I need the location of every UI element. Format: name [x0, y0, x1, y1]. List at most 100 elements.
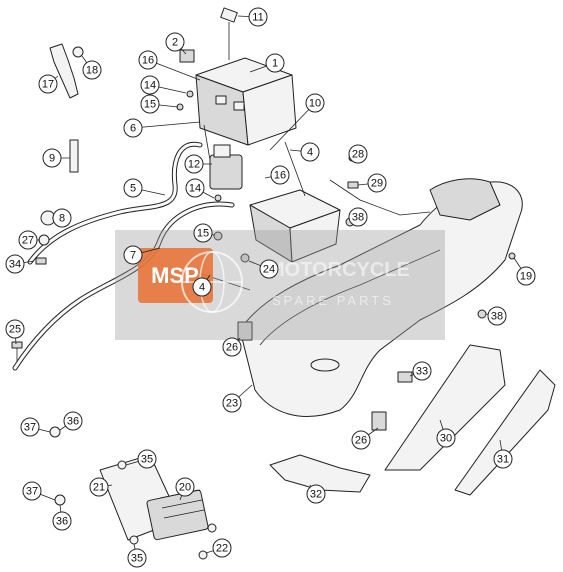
callout-number: 15	[144, 99, 156, 111]
callout-1: 1	[265, 53, 285, 73]
callout-2: 2	[165, 32, 185, 52]
callout-circle	[123, 178, 143, 198]
callout-number: 28	[352, 149, 364, 161]
callout-circle	[493, 449, 513, 469]
callout-circle	[184, 154, 204, 174]
fastener-14b	[214, 194, 222, 202]
callout-25: 25	[5, 319, 25, 339]
callout-number: 36	[67, 416, 79, 428]
fastener-29	[347, 181, 359, 189]
callout-30: 30	[436, 428, 456, 448]
callout-circle	[140, 94, 160, 114]
callout-14: 14	[185, 178, 205, 198]
callout-number: 11	[252, 12, 263, 24]
leader-line	[132, 121, 201, 129]
strap	[69, 139, 79, 173]
callout-36: 36	[52, 511, 72, 531]
callout-number: 6	[130, 123, 136, 135]
terminal-small	[35, 257, 47, 265]
callout-5: 5	[123, 178, 143, 198]
callout-circle	[18, 230, 38, 250]
callout-number: 19	[520, 271, 532, 283]
rod-upper	[284, 141, 306, 197]
callout-26: 26	[222, 337, 242, 357]
callout-number: 10	[309, 98, 321, 110]
callout-38: 38	[348, 207, 368, 227]
callout-number: 26	[355, 435, 367, 447]
callout-27: 27	[18, 230, 38, 250]
callout-number: 2	[172, 37, 178, 49]
watermark-line2: SPARE PARTS	[272, 293, 394, 308]
callout-24: 24	[259, 259, 279, 279]
nut-d	[198, 550, 208, 560]
callout-number: 33	[416, 366, 428, 378]
callout-23: 23	[222, 393, 242, 413]
callout-31: 31	[493, 449, 513, 469]
callout-circle	[300, 142, 320, 162]
callout-number: 8	[59, 213, 65, 225]
cables	[12, 141, 235, 371]
fastener-38b	[477, 309, 487, 319]
callout-14: 14	[140, 75, 160, 95]
fastener-24	[240, 253, 250, 263]
callout-number: 12	[188, 159, 200, 171]
callout-circle	[192, 277, 212, 297]
callout-circle	[270, 165, 290, 185]
callout-36: 36	[63, 411, 83, 431]
callout-circle	[20, 417, 40, 437]
callout-circle	[63, 411, 83, 431]
callout-11: 11	[248, 7, 268, 27]
tag-lower	[371, 411, 387, 431]
washer-b	[54, 494, 66, 506]
callout-number: 7	[130, 250, 136, 262]
callout-circle	[348, 144, 368, 164]
callout-circle	[38, 74, 58, 94]
callout-number: 24	[263, 264, 275, 276]
callout-circle	[412, 361, 432, 381]
watermark: MSP MOTORCYCLE SPARE PARTS	[115, 230, 445, 340]
callout-32: 32	[306, 484, 326, 504]
leader-line	[269, 102, 316, 151]
callout-16: 16	[270, 165, 290, 185]
callout-number: 32	[310, 489, 322, 501]
callout-circle	[516, 266, 536, 286]
callout-6: 6	[123, 118, 143, 138]
callout-10: 10	[305, 93, 325, 113]
bracket	[49, 43, 84, 99]
callout-37: 37	[22, 481, 42, 501]
callout-28: 28	[348, 144, 368, 164]
callout-number: 17	[42, 79, 54, 91]
callout-circle	[193, 223, 213, 243]
callout-circle	[89, 477, 109, 497]
tag-upper	[237, 321, 253, 341]
callout-circle	[5, 319, 25, 339]
callout-number: 27	[22, 235, 34, 247]
callout-circle	[436, 428, 456, 448]
callout-35: 35	[127, 548, 147, 568]
callout-22: 22	[212, 538, 232, 558]
callout-number: 15	[197, 228, 209, 240]
callout-38: 38	[487, 306, 507, 326]
callout-number: 5	[130, 183, 136, 195]
callout-circle	[123, 118, 143, 138]
callout-number: 23	[226, 398, 238, 410]
callout-number: 38	[491, 311, 503, 323]
callout-15: 15	[193, 223, 213, 243]
callout-circle	[306, 484, 326, 504]
callout-circle	[248, 7, 268, 27]
callout-number: 22	[216, 543, 228, 555]
callout-circle	[185, 178, 205, 198]
callout-20: 20	[175, 477, 195, 497]
callout-33: 33	[412, 361, 432, 381]
callout-number: 9	[49, 153, 55, 165]
watermark-line1: MOTORCYCLE	[268, 259, 410, 281]
terminal-cover	[179, 49, 195, 63]
callout-19: 19	[516, 266, 536, 286]
callout-number: 4	[307, 147, 313, 159]
callout-number: 4	[199, 282, 205, 294]
nut-a	[117, 460, 127, 470]
callout-circle	[212, 538, 232, 558]
starter-relay	[203, 124, 243, 190]
callout-37: 37	[20, 417, 40, 437]
callout-circle	[5, 254, 25, 274]
